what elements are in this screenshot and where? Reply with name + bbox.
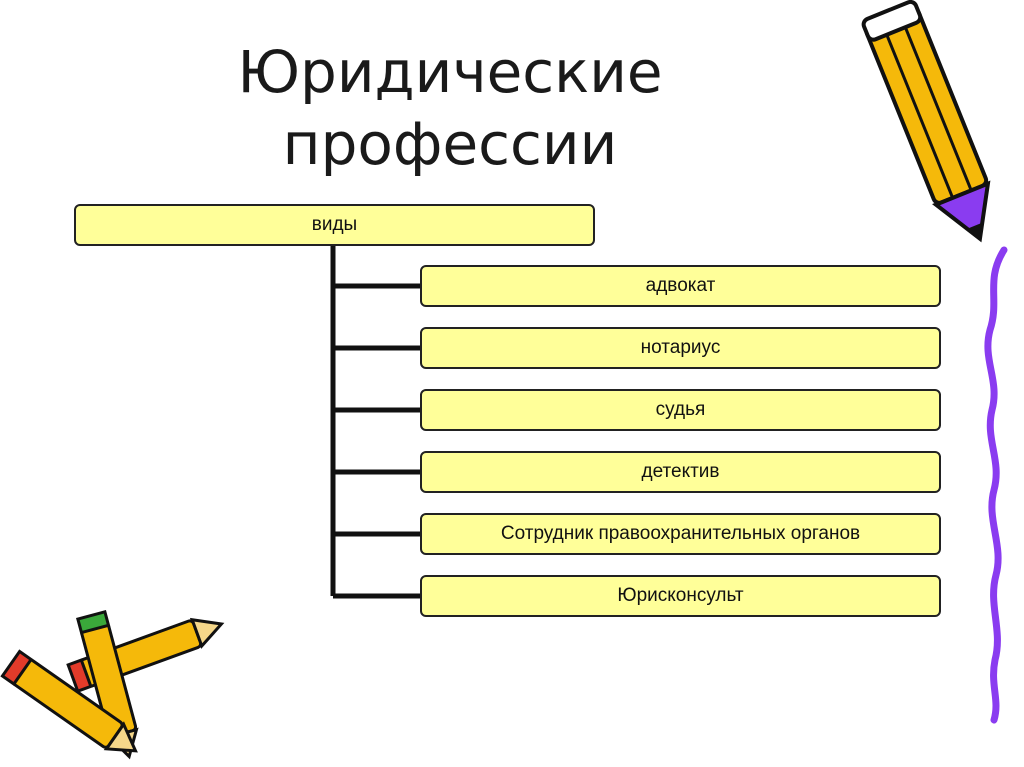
child-node-label: Сотрудник правоохранительных органов: [500, 523, 861, 544]
child-node-label: детектив: [641, 461, 720, 482]
title-line-1: Юридические: [237, 38, 663, 106]
child-node-judge: судья: [420, 389, 941, 431]
child-node-notary: нотариус: [420, 327, 941, 369]
child-node-advocate: адвокат: [420, 265, 941, 307]
child-node-label: нотариус: [640, 337, 721, 358]
child-node-law-enforcement: Сотрудник правоохранительных органов: [420, 513, 941, 555]
title-line-2: профессии: [282, 110, 618, 178]
child-node-detective: детектив: [420, 451, 941, 493]
page-title: Юридические профессии: [190, 36, 710, 180]
child-node-label: судья: [655, 399, 706, 420]
child-node-legal-adviser: Юрисконсульт: [420, 575, 941, 617]
child-node-label: Юрисконсульт: [617, 585, 744, 606]
root-node: виды: [74, 204, 595, 246]
root-node-label: виды: [311, 214, 358, 235]
child-node-label: адвокат: [645, 275, 716, 296]
